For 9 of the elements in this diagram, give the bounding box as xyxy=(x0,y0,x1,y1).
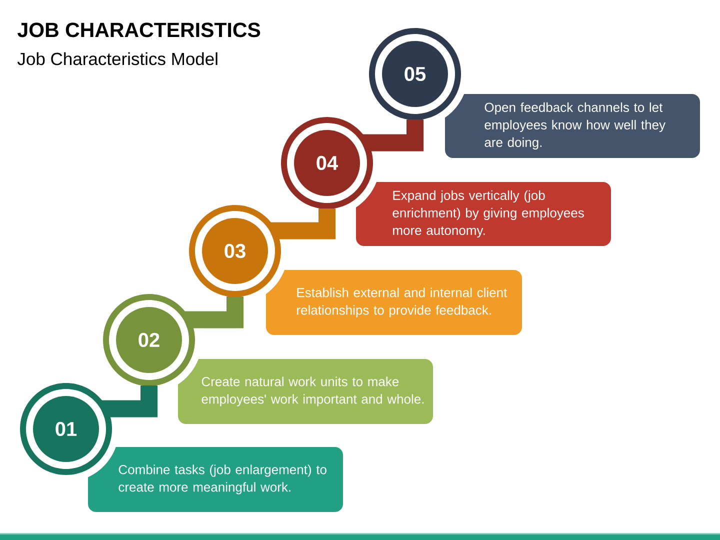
connector xyxy=(102,385,158,418)
description-box: Create natural work units to make employees' work important and whole. xyxy=(178,358,433,424)
description-box: Open feedback channels to let employees know how well they are doing. xyxy=(445,94,700,158)
description-box: Combine tasks (job enlargement) to create more meaningful work. xyxy=(88,446,343,512)
title: JOB CHARACTERISTICS xyxy=(18,22,260,38)
description-box: Expand jobs vertically (job enrichment) by giving employees more autonomy. xyxy=(356,182,611,246)
subtitle: Job Characteristics Model xyxy=(17,52,218,66)
connector xyxy=(270,208,336,240)
description-box: Establish external and internal client relationships to provide feedback. xyxy=(266,270,522,335)
